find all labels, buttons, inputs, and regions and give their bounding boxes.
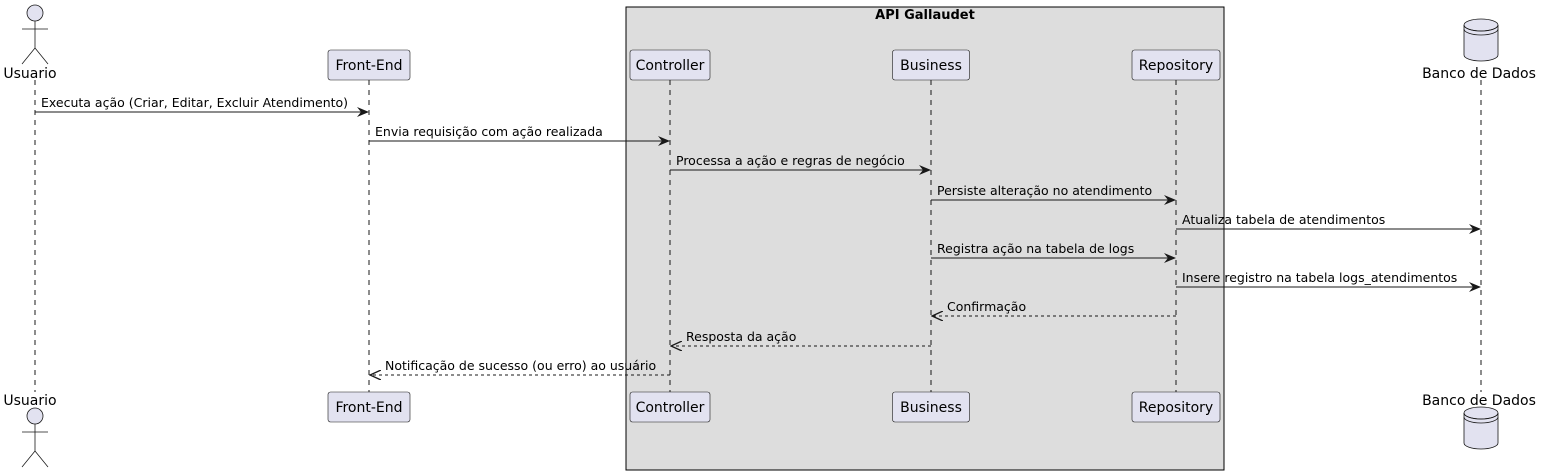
participant-box [629,49,711,81]
participant-label: Front-End [335,58,402,74]
message-10: Notificação de sucesso (ou erro) ao usuá… [370,358,670,375]
group-box-title: API Gallaudet [875,8,975,23]
participant-business-top: Business [892,49,970,81]
participant-repository-bottom: Repository [1131,391,1221,423]
participant-frontend-bottom: Front-End [327,391,411,423]
message-4: Persiste alteração no atendimento [931,183,1176,205]
participant-box [327,391,411,423]
participant-box [327,49,411,81]
actor-stick-figure-icon [21,4,49,65]
message-7: Insere registro na tabela logs_atendimen… [1176,270,1481,292]
message-2: Envia requisição com ação realizada [369,124,670,146]
message-label: Confirmação [947,299,1026,314]
participant-label: Repository [1139,400,1213,416]
participant-business-bottom: Business [892,391,970,423]
message-1: Executa ação (Criar, Editar, Excluir Ate… [35,95,369,117]
participant-box [1131,49,1221,81]
participant-label: Business [900,58,962,74]
database-label-bottom: Banco de Dados [1422,393,1536,409]
participant-label: Controller [636,400,705,416]
participant-label: Repository [1139,58,1213,74]
message-5: Atualiza tabela de atendimentos [1176,212,1481,234]
message-label: Registra ação na tabela de logs [937,241,1134,256]
participant-box [892,49,970,81]
actor-label-bottom: Usuario [3,393,56,409]
message-label: Processa a ação e regras de negócio [676,153,905,168]
message-8: Confirmação [932,299,1176,316]
message-label: Envia requisição com ação realizada [375,124,603,139]
message-9: Resposta da ação [671,329,931,346]
actor-stick-figure-icon [21,407,49,468]
message-label: Notificação de sucesso (ou erro) ao usuá… [385,358,656,373]
participant-label: Business [900,400,962,416]
participant-controller-bottom: Controller [629,391,711,423]
participant-controller-top: Controller [629,49,711,81]
message-label: Resposta da ação [686,329,796,344]
actor-label-top: Usuario [3,66,56,82]
message-label: Insere registro na tabela logs_atendimen… [1182,270,1457,285]
database-cylinder-icon [1463,18,1499,62]
participant-box [892,391,970,423]
participant-box [1131,391,1221,423]
message-label: Atualiza tabela de atendimentos [1182,212,1385,227]
participant-repository-top: Repository [1131,49,1221,81]
participant-frontend-top: Front-End [327,49,411,81]
database-cylinder-icon [1463,406,1499,450]
participant-box [629,391,711,423]
message-6: Registra ação na tabela de logs [931,241,1176,263]
message-label: Executa ação (Criar, Editar, Excluir Ate… [41,95,348,110]
participant-label: Controller [636,58,705,74]
message-3: Processa a ação e regras de negócio [670,153,931,175]
database-label-top: Banco de Dados [1422,66,1536,82]
message-label: Persiste alteração no atendimento [937,183,1152,198]
participant-label: Front-End [335,400,402,416]
